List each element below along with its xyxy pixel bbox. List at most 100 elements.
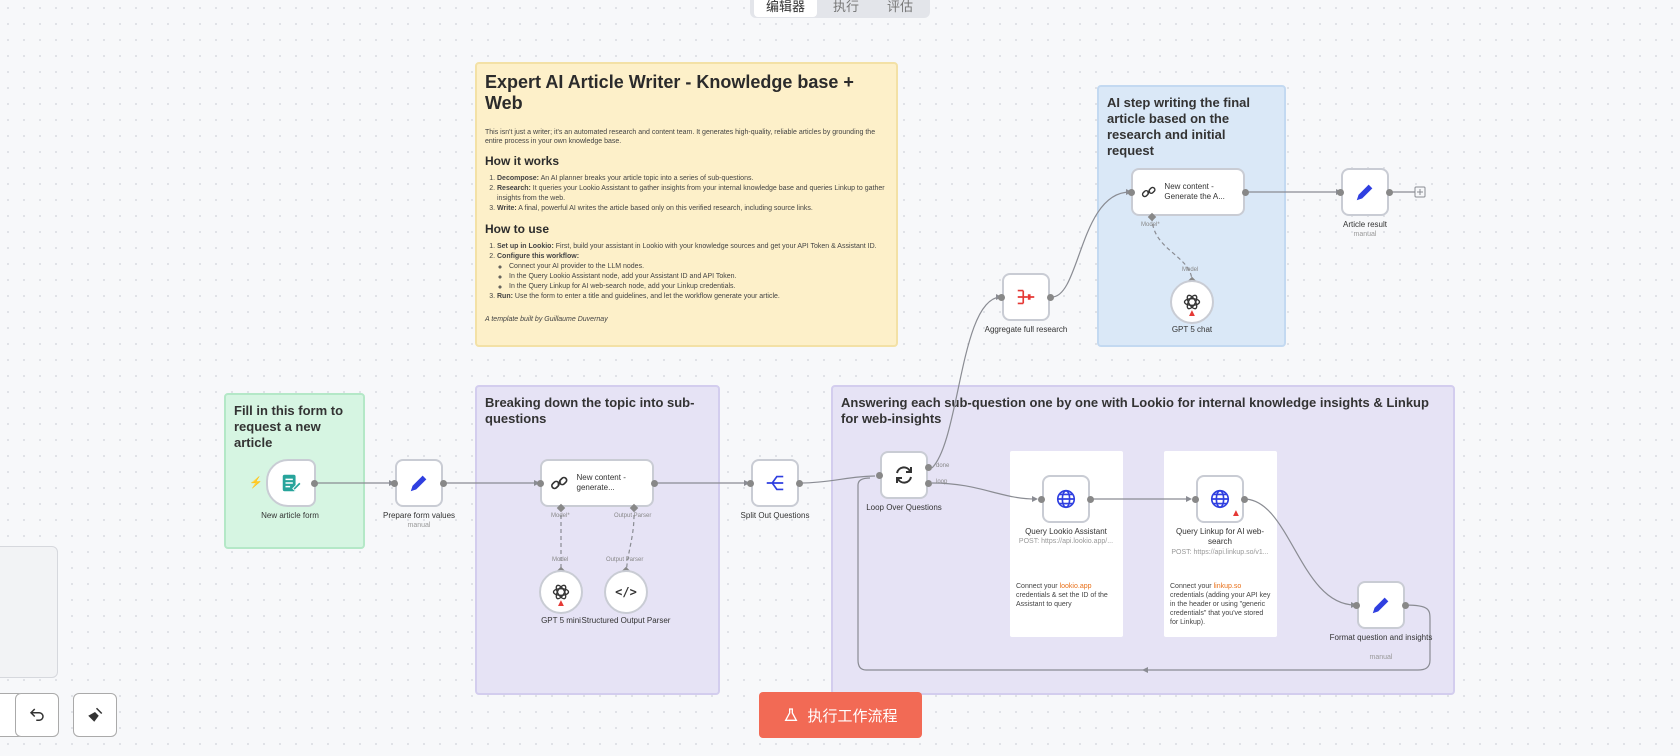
form-icon — [282, 474, 302, 492]
configure-steps: Connect your AI provider to the LLM node… — [497, 262, 888, 292]
linkup-info-text: Connect your linkup.so credentials (addi… — [1170, 583, 1271, 626]
input-port[interactable] — [1128, 189, 1135, 196]
output-port[interactable] — [1087, 496, 1094, 503]
node-prepare-form-values[interactable] — [395, 459, 443, 507]
tab-editor[interactable]: 编辑器 — [754, 0, 818, 17]
node-label: Prepare form values — [382, 511, 456, 520]
how-it-works-heading: How it works — [485, 154, 560, 168]
node-gpt-5-chat[interactable] — [1170, 280, 1214, 324]
how-it-works-item: Research: It queries your Lookio Assista… — [497, 184, 888, 204]
output-port[interactable] — [651, 480, 658, 487]
output-port[interactable] — [1386, 189, 1393, 196]
note-breakdown[interactable]: Breaking down the topic into sub-questio… — [475, 385, 720, 695]
side-panel[interactable] — [0, 546, 58, 678]
node-label: Query Linkup for AI web-search — [1175, 527, 1265, 546]
split-icon — [766, 475, 784, 491]
output-port[interactable] — [1047, 294, 1054, 301]
flask-icon — [785, 708, 798, 721]
output-port[interactable] — [440, 480, 447, 487]
node-query-linkup-web-search[interactable] — [1196, 475, 1244, 523]
input-port[interactable] — [747, 480, 754, 487]
output-port[interactable] — [1242, 189, 1249, 196]
node-label: Loop Over Questions — [866, 503, 942, 512]
warning-icon: ▲ — [1231, 508, 1241, 519]
how-to-use-item: Configure this workflow: Connect your AI… — [497, 252, 888, 292]
node-label: New article form — [261, 511, 319, 520]
note-answering-title: Answering each sub-question one by one w… — [841, 395, 1429, 426]
node-new-article-form[interactable] — [266, 459, 316, 507]
lookio-info-card[interactable]: Connect your lookio.app credentials & se… — [1010, 451, 1123, 637]
port-label: Model — [552, 557, 569, 563]
note-final-title: AI step writing the final article based … — [1107, 95, 1251, 158]
output-port[interactable] — [796, 480, 803, 487]
chain-link-icon — [1141, 186, 1156, 198]
port-label: loop — [936, 479, 948, 485]
loop-icon — [896, 466, 912, 484]
undo-button[interactable] — [15, 693, 59, 737]
node-structured-output-parser[interactable]: </> — [604, 570, 648, 614]
port-label: done — [936, 463, 950, 469]
done-port[interactable] — [925, 464, 932, 471]
port-label: Model* — [551, 513, 570, 519]
configure-step: In the Query Linkup for AI web-search no… — [509, 282, 888, 292]
chain-link-icon — [551, 476, 568, 490]
tidy-up-button[interactable] — [73, 693, 117, 737]
configure-step: Connect your AI provider to the LLM node… — [509, 262, 888, 272]
note-main-footer: A template built by Guillaume Duvernay — [485, 316, 608, 323]
port-label: Output Parser — [614, 513, 652, 519]
node-label: Aggregate full research — [984, 325, 1068, 334]
input-port[interactable] — [1337, 189, 1344, 196]
output-port[interactable] — [1402, 602, 1409, 609]
node-sublabel: POST: https://api.linkup.so/v1... — [1171, 549, 1269, 556]
node-aggregate-full-research[interactable] — [1002, 273, 1050, 321]
input-port[interactable] — [1353, 602, 1360, 609]
node-loop-over-questions[interactable] — [880, 451, 928, 499]
node-split-out-questions[interactable] — [751, 459, 799, 507]
note-breakdown-title: Breaking down the topic into sub-questio… — [485, 395, 695, 426]
tab-executions[interactable]: 执行 — [833, 0, 860, 14]
port-label: Model* — [1141, 222, 1160, 228]
node-article-result[interactable] — [1341, 168, 1389, 216]
how-to-use-list: Set up in Lookio: First, build your assi… — [485, 242, 888, 302]
input-port[interactable] — [537, 480, 544, 487]
input-port[interactable] — [1038, 496, 1045, 503]
note-answering[interactable]: Answering each sub-question one by one w… — [831, 385, 1455, 695]
pencil-icon — [1372, 597, 1389, 614]
input-port[interactable] — [391, 480, 398, 487]
node-sublabel: POST: https://api.lookio.app/... — [1018, 538, 1114, 545]
node-label: Article result — [1342, 220, 1387, 229]
note-form-title: Fill in this form to request a new artic… — [234, 403, 344, 450]
input-port[interactable] — [998, 294, 1005, 301]
node-label: GPT 5 mini — [541, 616, 581, 625]
how-to-use-heading: How to use — [485, 222, 550, 236]
port-label: Model — [1182, 267, 1199, 273]
pencil-icon — [410, 475, 427, 492]
note-main-title: Expert AI Article Writer - Knowledge bas… — [485, 72, 854, 113]
node-label: Split Out Questions — [740, 511, 810, 520]
pencil-icon — [1356, 184, 1373, 201]
node-new-content-generate[interactable]: New content - generate... — [540, 459, 654, 507]
tab-evaluations[interactable]: 评估 — [887, 0, 914, 14]
note-main[interactable]: Expert AI Article Writer - Knowledge bas… — [475, 62, 898, 347]
broom-icon — [88, 707, 103, 722]
loop-port[interactable] — [925, 480, 932, 487]
execute-workflow-label: 执行工作流程 — [807, 707, 898, 725]
node-label: Format question and insights — [1329, 633, 1433, 642]
warning-icon: ▲ — [1187, 308, 1197, 319]
node-query-lookio-assistant[interactable] — [1042, 475, 1090, 523]
note-main-intro: This isn't just a writer; it's an automa… — [485, 129, 876, 145]
output-port[interactable] — [311, 480, 318, 487]
execute-workflow-button[interactable]: 执行工作流程 — [759, 692, 922, 738]
port-label: Output Parser — [606, 557, 644, 563]
node-gpt-5-mini[interactable] — [539, 570, 583, 614]
input-port[interactable] — [1192, 496, 1199, 503]
openai-icon — [1183, 294, 1201, 310]
globe-icon — [1056, 489, 1076, 509]
output-port[interactable] — [1241, 496, 1248, 503]
how-it-works-item: Decompose: An AI planner breaks your art… — [497, 174, 888, 184]
node-format-question-and-insights[interactable] — [1357, 581, 1405, 629]
node-label: Query Lookio Assistant — [1025, 527, 1107, 536]
how-to-use-item: Set up in Lookio: First, build your assi… — [497, 242, 888, 252]
node-new-content-generate-article[interactable]: New content - Generate the A... — [1131, 168, 1245, 216]
input-port[interactable] — [876, 472, 883, 479]
